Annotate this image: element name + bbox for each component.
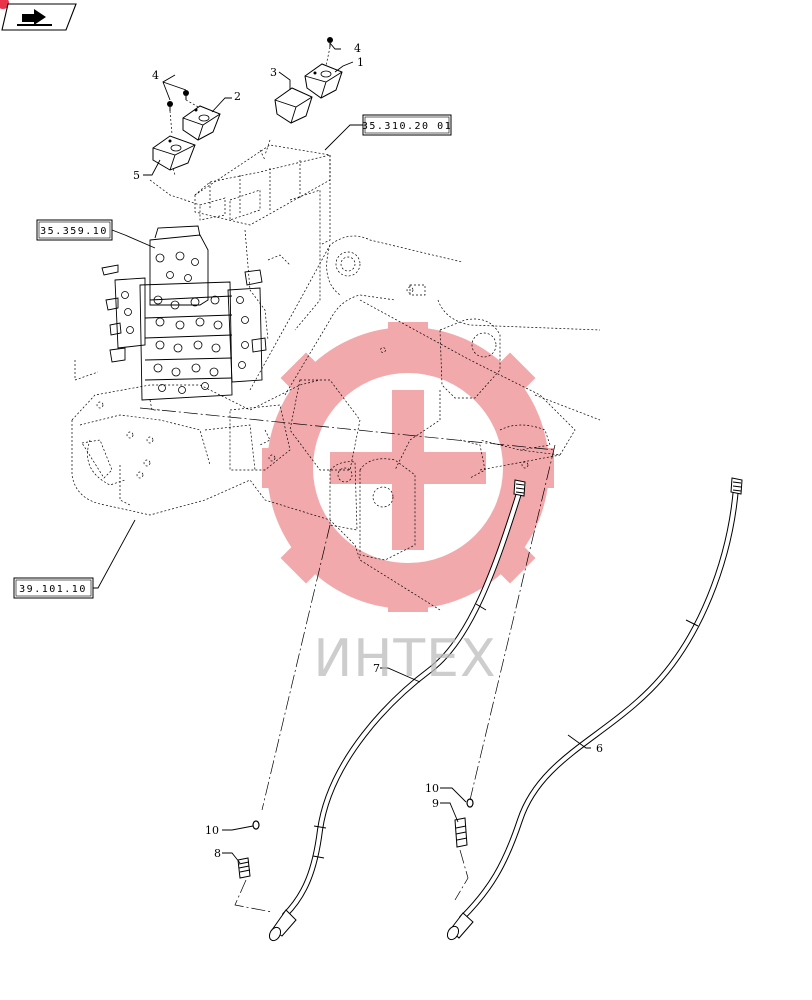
- adapter-9: [454, 817, 468, 848]
- knob-4a: [167, 101, 173, 111]
- back-nav-button[interactable]: [0, 0, 77, 31]
- o-ring-10a: [252, 820, 260, 830]
- callout-10-left: 10: [205, 824, 219, 837]
- hose-6: [459, 485, 739, 921]
- operator-console: [149, 139, 331, 341]
- knob-4b: [183, 90, 189, 100]
- ref-box-39-101-10[interactable]: 39.101.10: [13, 577, 94, 599]
- watermark-text: ИНТЕХ: [313, 629, 496, 689]
- callout-5: 5: [133, 169, 140, 182]
- adapter-8: [237, 857, 251, 879]
- callout-7: 7: [373, 662, 380, 675]
- callout-8: 8: [214, 847, 221, 860]
- hose-6-elbow-fitting: [446, 912, 474, 941]
- callout-3: 3: [270, 66, 277, 79]
- callout-4-left: 4: [152, 69, 159, 82]
- switch-block-5: [152, 135, 196, 171]
- leader-lines: [93, 42, 591, 864]
- callout-2: 2: [234, 90, 241, 103]
- o-ring-10b: [466, 798, 474, 808]
- valve-ports: [121, 251, 249, 394]
- switch-block-3: [274, 87, 313, 124]
- callout-6: 6: [596, 742, 603, 755]
- hose-7-top-fitting: [513, 479, 526, 497]
- callout-4-right: 4: [354, 42, 361, 55]
- ref-box-35-359-10[interactable]: 35.359.10: [36, 219, 113, 241]
- ref-box-label: 39.101.10: [19, 584, 87, 595]
- control-valve-block: [101, 225, 267, 401]
- callout-labels: 1 2 3 4 4 5 6 7 8 9 10 10: [133, 42, 603, 860]
- loader-frame: [71, 235, 601, 611]
- hose-7: [282, 487, 523, 918]
- hose-7-elbow-fitting: [268, 909, 297, 942]
- ref-box-label: 35.359.10: [40, 226, 108, 237]
- callout-1: 1: [357, 56, 364, 69]
- assembly-lines: [234, 444, 556, 913]
- ref-box-label: 35.310.20 01: [362, 121, 452, 132]
- hose-6-top-fitting: [730, 477, 743, 495]
- switch-block-2: [182, 105, 221, 141]
- callout-10-right: 10: [425, 782, 439, 795]
- back-arrow-icon: [17, 9, 52, 26]
- watermark-emblem: [262, 322, 554, 612]
- callout-9: 9: [432, 797, 439, 810]
- corner-marker: [0, 0, 9, 9]
- ref-box-35-310-20-01[interactable]: 35.310.20 01: [362, 114, 452, 136]
- switch-block-1: [304, 63, 343, 99]
